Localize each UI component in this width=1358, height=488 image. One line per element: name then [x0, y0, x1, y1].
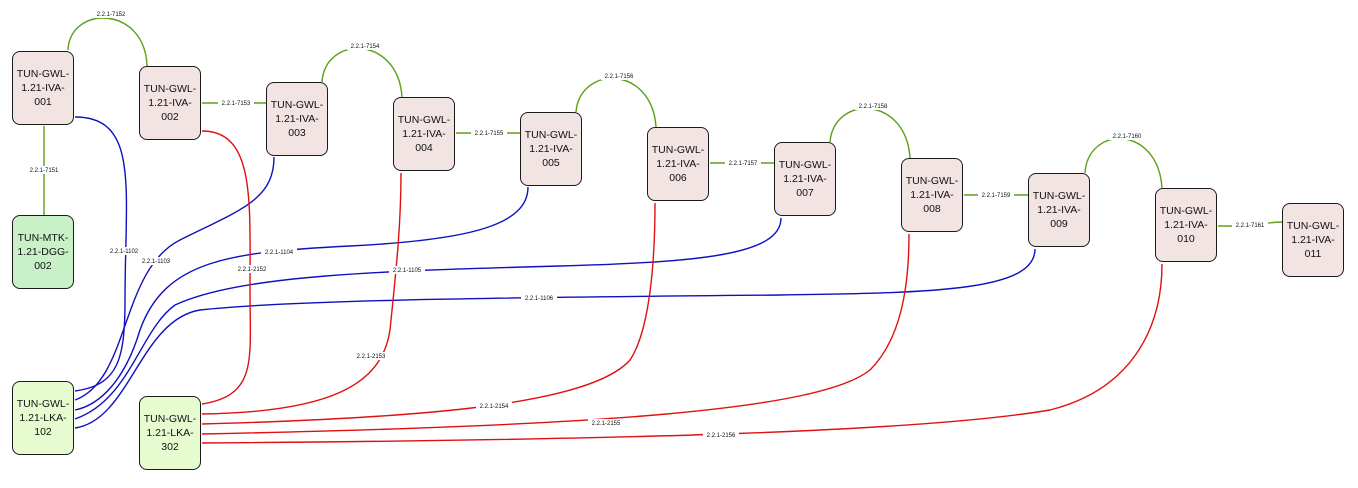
svg-text:2.2.1-7159: 2.2.1-7159 — [982, 193, 1011, 199]
link-1105[interactable] — [74, 217, 782, 420]
svg-text:2.2.1-7151: 2.2.1-7151 — [30, 168, 59, 174]
link-7156[interactable] — [575, 77, 657, 128]
link-2155[interactable] — [201, 233, 910, 435]
link-7160[interactable] — [1084, 138, 1163, 189]
link-2153[interactable] — [201, 172, 402, 415]
node-label: TUN-GWL- 1.21-IVA- 008 — [905, 175, 959, 215]
label-2153: 2.2.1-2153 — [353, 352, 389, 360]
svg-text:2.2.1-7160: 2.2.1-7160 — [1113, 134, 1142, 140]
svg-text:2.2.1-1105: 2.2.1-1105 — [393, 268, 422, 274]
svg-text:2.2.1-7156: 2.2.1-7156 — [605, 74, 634, 80]
label-1106: 2.2.1-1106 — [521, 294, 557, 302]
node-mtk-002[interactable]: TUN-MTK- 1.21-DGG- 002 — [12, 215, 74, 289]
svg-text:2.2.1-7158: 2.2.1-7158 — [859, 104, 888, 110]
svg-text:2.2.1-2152: 2.2.1-2152 — [238, 267, 267, 273]
label-7159: 2.2.1-7159 — [978, 191, 1014, 199]
svg-text:2.2.1-7152: 2.2.1-7152 — [97, 12, 126, 18]
link-7152[interactable] — [67, 17, 148, 67]
node-label: TUN-GWL- 1.21-IVA- 006 — [651, 144, 705, 184]
svg-text:2.2.1-1102: 2.2.1-1102 — [110, 249, 139, 255]
link-1102[interactable] — [74, 116, 128, 392]
svg-text:2.2.1-2155: 2.2.1-2155 — [592, 421, 621, 427]
node-iva-001[interactable]: TUN-GWL- 1.21-IVA- 001 — [12, 51, 74, 125]
label-7156: 2.2.1-7156 — [601, 72, 637, 80]
node-label: TUN-GWL- 1.21-IVA- 005 — [524, 129, 578, 169]
link-1103[interactable] — [74, 156, 275, 401]
node-iva-010[interactable]: TUN-GWL- 1.21-IVA- 010 — [1155, 188, 1217, 262]
node-lka-102[interactable]: TUN-GWL- 1.21-LKA- 102 — [12, 381, 74, 455]
node-iva-004[interactable]: TUN-GWL- 1.21-IVA- 004 — [393, 97, 455, 171]
svg-text:2.2.1-7154: 2.2.1-7154 — [351, 44, 380, 50]
link-2154[interactable] — [201, 202, 656, 425]
svg-text:2.2.1-1106: 2.2.1-1106 — [525, 296, 554, 302]
svg-text:2.2.1-7153: 2.2.1-7153 — [222, 101, 251, 107]
node-label: TUN-GWL- 1.21-IVA- 009 — [1032, 190, 1086, 230]
node-label: TUN-GWL- 1.21-IVA- 010 — [1159, 205, 1213, 245]
node-iva-008[interactable]: TUN-GWL- 1.21-IVA- 008 — [901, 158, 963, 232]
label-2152: 2.2.1-2152 — [234, 265, 270, 273]
label-2156: 2.2.1-2156 — [703, 431, 739, 439]
node-label: TUN-GWL- 1.21-IVA- 003 — [270, 99, 324, 139]
label-7152: 2.2.1-7152 — [93, 10, 129, 18]
label-1103: 2.2.1-1103 — [138, 257, 174, 265]
label-1102: 2.2.1-1102 — [106, 247, 142, 255]
label-7155: 2.2.1-7155 — [471, 129, 507, 137]
link-7158[interactable] — [829, 108, 911, 159]
svg-text:2.2.1-2153: 2.2.1-2153 — [357, 354, 386, 360]
label-7161: 2.2.1-7161 — [1232, 221, 1268, 229]
node-iva-007[interactable]: TUN-GWL- 1.21-IVA- 007 — [774, 142, 836, 216]
svg-text:2.2.1-2156: 2.2.1-2156 — [707, 433, 736, 439]
node-label: TUN-MTK- 1.21-DGG- 002 — [17, 232, 69, 272]
node-iva-002[interactable]: TUN-GWL- 1.21-IVA- 002 — [139, 66, 201, 140]
label-7151: 2.2.1-7151 — [26, 166, 62, 174]
node-label: TUN-GWL- 1.21-LKA- 302 — [143, 413, 197, 453]
link-1106[interactable] — [74, 248, 1036, 429]
label-2154: 2.2.1-2154 — [476, 402, 512, 410]
label-7160: 2.2.1-7160 — [1109, 132, 1145, 140]
svg-text:2.2.1-7157: 2.2.1-7157 — [729, 161, 758, 167]
svg-text:2.2.1-7161: 2.2.1-7161 — [1236, 223, 1265, 229]
node-label: TUN-GWL- 1.21-IVA- 004 — [397, 114, 451, 154]
svg-text:2.2.1-7155: 2.2.1-7155 — [475, 131, 504, 137]
svg-text:2.2.1-2154: 2.2.1-2154 — [480, 404, 509, 410]
node-iva-006[interactable]: TUN-GWL- 1.21-IVA- 006 — [647, 127, 709, 201]
link-2156[interactable] — [201, 263, 1163, 444]
node-label: TUN-GWL- 1.21-IVA- 002 — [143, 83, 197, 123]
node-iva-003[interactable]: TUN-GWL- 1.21-IVA- 003 — [266, 82, 328, 156]
node-iva-011[interactable]: TUN-GWL- 1.21-IVA- 011 — [1282, 203, 1344, 277]
svg-text:2.2.1-1103: 2.2.1-1103 — [142, 259, 171, 265]
node-label: TUN-GWL- 1.21-IVA- 001 — [16, 68, 70, 108]
node-iva-009[interactable]: TUN-GWL- 1.21-IVA- 009 — [1028, 173, 1090, 247]
link-2152[interactable] — [201, 130, 252, 405]
node-label: TUN-GWL- 1.21-IVA- 007 — [778, 159, 832, 199]
label-7158: 2.2.1-7158 — [855, 102, 891, 110]
link-7154[interactable] — [321, 47, 403, 98]
label-7154: 2.2.1-7154 — [347, 42, 383, 50]
node-label: TUN-GWL- 1.21-LKA- 102 — [16, 398, 70, 438]
label-7157: 2.2.1-7157 — [725, 159, 761, 167]
node-iva-005[interactable]: TUN-GWL- 1.21-IVA- 005 — [520, 112, 582, 186]
label-7153: 2.2.1-7153 — [218, 99, 254, 107]
node-lka-302[interactable]: TUN-GWL- 1.21-LKA- 302 — [139, 396, 201, 470]
node-label: TUN-GWL- 1.21-IVA- 011 — [1286, 220, 1340, 260]
label-1105: 2.2.1-1105 — [389, 266, 425, 274]
svg-text:2.2.1-1104: 2.2.1-1104 — [265, 250, 294, 256]
label-1104: 2.2.1-1104 — [261, 248, 297, 256]
label-2155: 2.2.1-2155 — [588, 419, 624, 427]
link-1104[interactable] — [74, 186, 529, 411]
